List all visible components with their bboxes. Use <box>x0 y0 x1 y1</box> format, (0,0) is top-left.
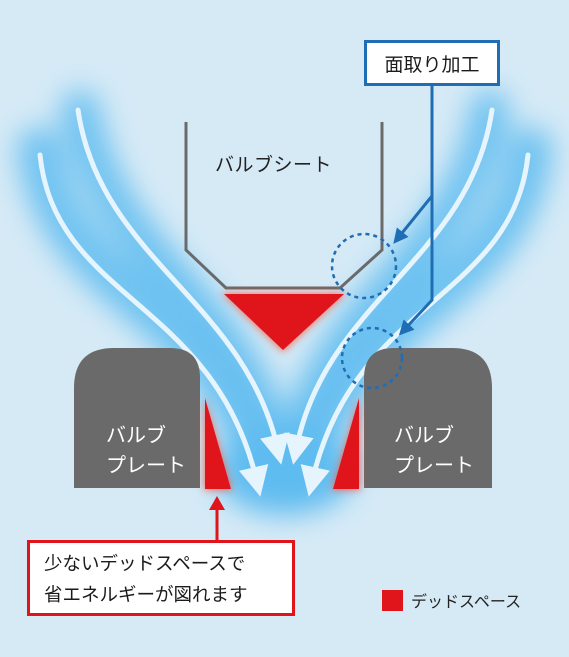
benefit-callout-line2: 省エネルギーが図れます <box>44 585 248 606</box>
valve-plate-right-label-line1: バルブ <box>394 423 454 447</box>
valve-plate-right <box>364 348 492 488</box>
dead-space-seat <box>222 293 346 352</box>
airflow-arrow-right-outer <box>300 152 531 497</box>
dead-space-leader <box>209 496 225 540</box>
valve-plate-left-label-line2: プレート <box>106 453 186 477</box>
chamfer-circle-plate <box>340 326 404 390</box>
valve-plate-left <box>74 348 200 488</box>
legend-label-dead-space: デッドスペース <box>411 592 522 611</box>
dead-space-plate-right <box>332 396 360 490</box>
airflow-arrow-right-inner <box>284 107 495 465</box>
legend: デッドスペース <box>382 588 521 612</box>
airflow-arrow-left-inner <box>75 107 290 465</box>
chamfer-leaders <box>393 86 434 336</box>
airflow-arrow-left-outer <box>37 152 269 497</box>
valve-plate-right-label-line2: プレート <box>394 453 474 477</box>
valve-plate-left-label: バルブ プレート <box>106 420 186 480</box>
dead-space-plate-left <box>204 396 232 490</box>
chamfer-circle-seat <box>330 232 398 300</box>
valve-plate-right-label: バルブ プレート <box>394 420 474 480</box>
valve-seat-outline <box>184 122 384 290</box>
airflow-arrows <box>37 107 531 497</box>
valve-seat-label: バルブシート <box>215 154 333 176</box>
legend-swatch-dead-space <box>382 589 403 611</box>
valve-plate-left-label-line1: バルブ <box>106 423 166 447</box>
benefit-callout-line1: 少ないデッドスペースで <box>44 554 246 575</box>
benefit-callout: 少ないデッドスペースで 省エネルギーが図れます <box>27 540 295 616</box>
chamfer-callout-text: 面取り加工 <box>384 53 480 76</box>
chamfer-callout: 面取り加工 <box>364 40 500 86</box>
